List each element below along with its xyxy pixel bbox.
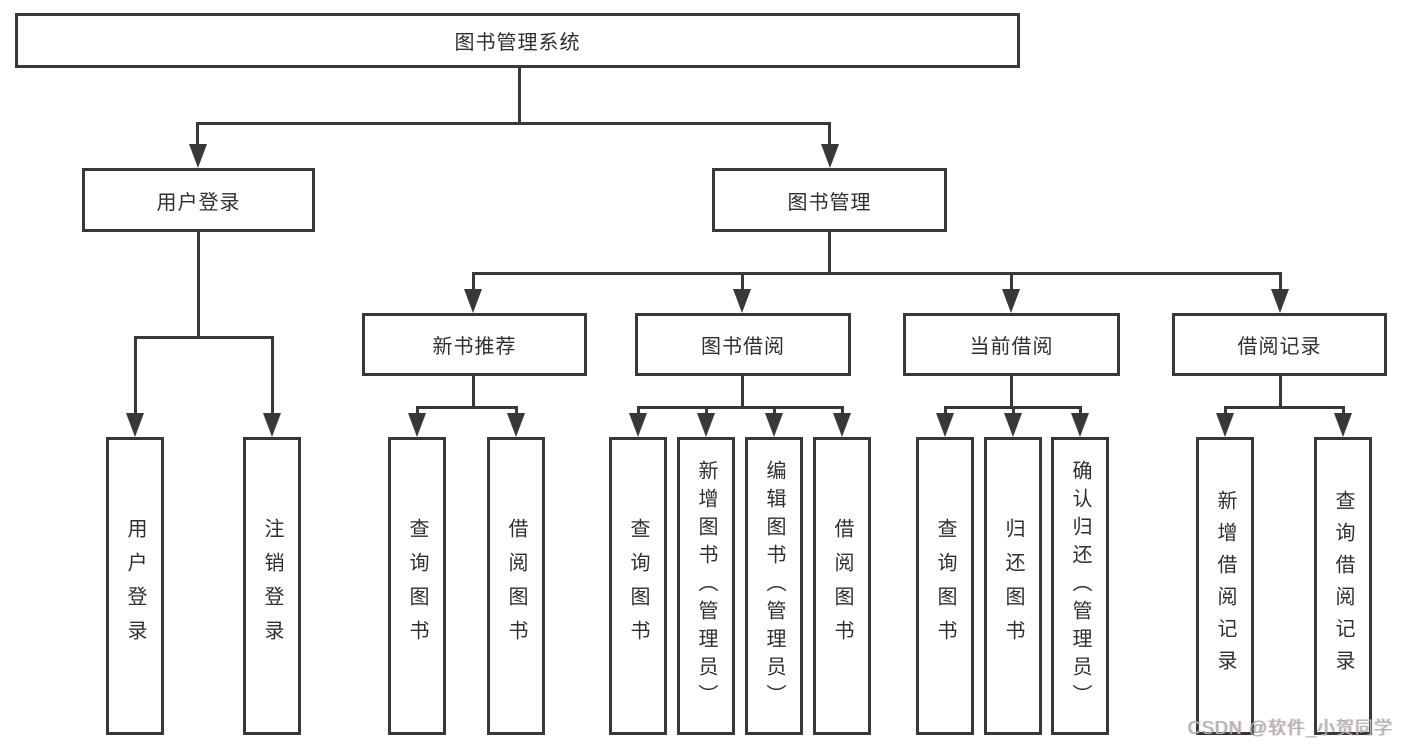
arrow-into-cur-return bbox=[1004, 413, 1022, 437]
connector-drop-user-login bbox=[196, 122, 199, 146]
connector-drop-bor-borrow bbox=[841, 406, 844, 416]
connector-level3-rail bbox=[472, 272, 1282, 275]
arrow-into-records bbox=[1271, 289, 1289, 313]
connector-user-login-stem bbox=[197, 232, 200, 336]
connector-new-rec-rail bbox=[416, 406, 518, 409]
node-root: 图书管理系统 bbox=[15, 13, 1020, 68]
connector-drop-leaf-logout bbox=[271, 336, 274, 416]
leaf-logout-label: 注销登录 bbox=[261, 518, 283, 654]
leaf-log-query-record-label: 查询借阅记录 bbox=[1332, 490, 1354, 682]
node-root-label: 图书管理系统 bbox=[454, 32, 581, 54]
leaf-logout: 注销登录 bbox=[243, 437, 301, 735]
connector-drop-book-mgmt bbox=[828, 122, 831, 146]
leaf-cur-return-book-label: 归还图书 bbox=[1002, 518, 1024, 654]
connector-drop-borrow bbox=[741, 272, 744, 291]
node-book-mgmt-label: 图书管理 bbox=[787, 191, 872, 214]
connector-user-login-rail bbox=[134, 336, 274, 339]
connector-drop-current bbox=[1010, 272, 1013, 291]
leaf-user-login-label: 用户登录 bbox=[124, 518, 146, 654]
node-current-label: 当前借阅 bbox=[969, 336, 1054, 358]
node-borrow: 图书借阅 bbox=[635, 313, 851, 376]
leaf-user-login: 用户登录 bbox=[106, 437, 164, 735]
arrow-into-bor-add bbox=[697, 413, 715, 437]
connector-drop-bor-add bbox=[705, 406, 708, 416]
arrow-into-bor-edit bbox=[765, 413, 783, 437]
node-user-login-label: 用户登录 bbox=[156, 191, 241, 214]
leaf-cur-query-book: 查询图书 bbox=[916, 437, 974, 735]
leaf-bor-add-book-label: 新增图书（管理员） bbox=[695, 460, 717, 712]
leaf-bor-query-book-label: 查询图书 bbox=[627, 518, 649, 654]
connector-drop-cur-confirm bbox=[1079, 406, 1082, 416]
leaf-rec-borrow-book: 借阅图书 bbox=[487, 437, 545, 735]
leaf-bor-edit-book-label: 编辑图书（管理员） bbox=[763, 460, 785, 712]
connector-drop-new-rec bbox=[472, 272, 475, 291]
arrow-into-leaf-user-login bbox=[126, 413, 144, 437]
connector-borrow-stem bbox=[741, 376, 744, 406]
connector-drop-leaf-user-login bbox=[134, 336, 137, 416]
node-user-login: 用户登录 bbox=[82, 168, 315, 232]
node-current: 当前借阅 bbox=[903, 313, 1120, 376]
node-borrow-label: 图书借阅 bbox=[701, 336, 785, 358]
node-records: 借阅记录 bbox=[1172, 313, 1387, 376]
leaf-cur-return-book: 归还图书 bbox=[984, 437, 1042, 735]
connector-records-rail bbox=[1224, 406, 1345, 409]
connector-book-mgmt-stem bbox=[828, 232, 831, 272]
leaf-rec-query-book: 查询图书 bbox=[388, 437, 446, 735]
node-book-mgmt: 图书管理 bbox=[712, 168, 947, 232]
leaf-bor-query-book: 查询图书 bbox=[609, 437, 667, 735]
node-new-rec-label: 新书推荐 bbox=[432, 336, 517, 358]
connector-borrow-rail bbox=[637, 406, 844, 409]
arrow-into-user-login bbox=[189, 144, 207, 168]
connector-new-rec-stem bbox=[472, 376, 475, 406]
arrow-into-cur-query bbox=[936, 413, 954, 437]
leaf-log-query-record: 查询借阅记录 bbox=[1314, 437, 1372, 735]
connector-drop-log-query bbox=[1342, 406, 1345, 416]
arrow-into-current bbox=[1002, 289, 1020, 313]
connector-level2-rail bbox=[196, 122, 831, 125]
connector-drop-records bbox=[1279, 272, 1282, 291]
arrow-into-rec-query bbox=[408, 413, 426, 437]
connector-drop-log-add bbox=[1224, 406, 1227, 416]
leaf-cur-confirm-return-label: 确认归还（管理员） bbox=[1069, 460, 1091, 712]
arrow-into-cur-confirm bbox=[1071, 413, 1089, 437]
leaf-cur-confirm-return: 确认归还（管理员） bbox=[1051, 437, 1109, 735]
connector-current-stem bbox=[1010, 376, 1013, 406]
arrow-into-book-mgmt bbox=[821, 144, 839, 168]
arrow-into-new-rec bbox=[464, 289, 482, 313]
leaf-rec-borrow-book-label: 借阅图书 bbox=[505, 518, 527, 654]
leaf-bor-borrow-book-label: 借阅图书 bbox=[831, 518, 853, 654]
leaf-bor-borrow-book: 借阅图书 bbox=[813, 437, 871, 735]
arrow-into-bor-query bbox=[629, 413, 647, 437]
arrow-into-bor-borrow bbox=[833, 413, 851, 437]
node-new-rec: 新书推荐 bbox=[362, 313, 587, 376]
leaf-rec-query-book-label: 查询图书 bbox=[406, 518, 428, 654]
leaf-log-add-record: 新增借阅记录 bbox=[1196, 437, 1254, 735]
leaf-cur-query-book-label: 查询图书 bbox=[934, 518, 956, 654]
arrow-into-rec-borrow bbox=[507, 413, 525, 437]
leaf-log-add-record-label: 新增借阅记录 bbox=[1214, 490, 1236, 682]
csdn-watermark: CSDN @软件_小贺同学 bbox=[1187, 718, 1393, 738]
connector-drop-bor-edit bbox=[773, 406, 776, 416]
leaf-bor-edit-book: 编辑图书（管理员） bbox=[745, 437, 803, 735]
connector-drop-rec-borrow bbox=[515, 406, 518, 416]
connector-drop-cur-return bbox=[1012, 406, 1015, 416]
connector-root-stem bbox=[518, 68, 521, 122]
node-records-label: 借阅记录 bbox=[1237, 336, 1322, 358]
connector-drop-rec-query bbox=[416, 406, 419, 416]
arrow-into-leaf-logout bbox=[263, 413, 281, 437]
connector-drop-cur-query bbox=[944, 406, 947, 416]
leaf-bor-add-book: 新增图书（管理员） bbox=[677, 437, 735, 735]
connector-records-stem bbox=[1279, 376, 1282, 406]
arrow-into-borrow bbox=[733, 289, 751, 313]
connector-drop-bor-query bbox=[637, 406, 640, 416]
arrow-into-log-add bbox=[1216, 413, 1234, 437]
arrow-into-log-query bbox=[1334, 413, 1352, 437]
